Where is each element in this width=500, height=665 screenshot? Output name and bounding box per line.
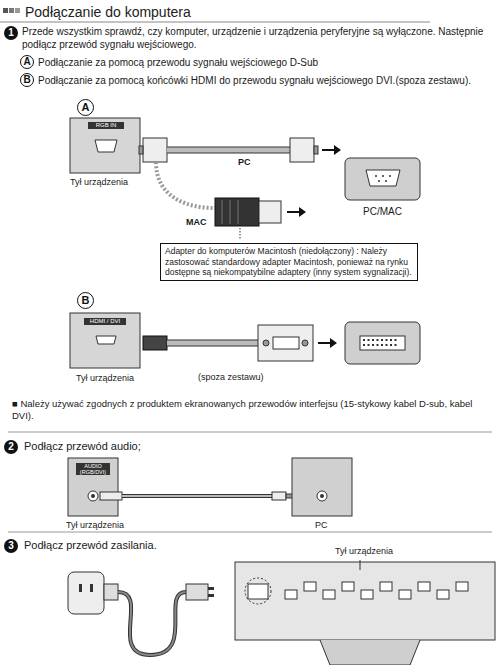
rear-port [418,582,430,591]
rear-port [323,590,335,599]
cable-label: PC [238,157,251,169]
pin-hole [372,344,374,346]
part-caption: Tył urządzenia [66,520,124,532]
instruction-text: Podłącz przewód audio; [24,439,141,453]
pin-hole [368,344,370,346]
note-text: ■ Należy używać zgodnych z produktem ekr… [12,398,494,423]
option-letter: A [20,55,34,69]
option-text: Podłączanie za pomocą końcówki HDMI do p… [38,74,496,87]
port-label: RGB IN [88,122,124,129]
audio-illustration [68,458,352,516]
hdmi-dvi-illustration [70,313,420,368]
option-letter: B [20,73,34,87]
step-number: 3 [4,539,18,553]
device-caption: PC/MAC [345,205,420,218]
part-caption: PC [315,520,328,532]
section-letter: B [77,292,94,309]
pin-hole [368,339,370,341]
pin-hole [381,339,383,341]
instruction-text: Podłącz przewód zasilania. [24,538,157,552]
pin-hole [390,339,392,341]
part-caption: Tył urządzenia [76,373,134,385]
pin-hole [363,339,365,341]
step-number: 1 [4,26,18,40]
part-caption: Tył urządzenia [335,546,393,558]
rear-port [380,582,392,591]
pin-hole [377,344,379,346]
part-caption: (spoza zestawu) [198,372,264,384]
step-number: 2 [4,440,18,454]
pin-hole [363,344,365,346]
page-title: Podłączanie do komputera [25,3,191,21]
part-caption: Tył urządzenia [70,177,128,189]
pin-hole [395,339,397,341]
rear-port [304,582,316,591]
pin-hole [390,344,392,346]
power-illustration [68,560,495,665]
rear-port [361,590,373,599]
pin-hole [372,339,374,341]
note-box: Adapter do komputerów Macintosh (niedołą… [160,243,418,281]
port-label: HDMI / DVI [84,318,126,325]
rear-port [342,582,354,591]
pin-hole [386,344,388,346]
dsub-illustration [70,118,420,240]
cable-label: MAC [186,217,207,229]
rear-port [285,590,297,599]
rear-port [437,590,449,599]
note-text: Adapter do komputerów Macintosh (niedołą… [165,246,413,278]
pin-hole [386,339,388,341]
option-text: Podłączanie za pomocą przewodu sygnału w… [38,56,488,69]
port-label: AUDIO (RGB/DVI) [76,463,110,475]
section-letter: A [77,99,94,116]
rear-port [456,582,468,591]
instruction-text: Przede wszystkim sprawdź, czy komputer, … [22,25,494,51]
pin-hole [395,344,397,346]
pin-hole [377,339,379,341]
rear-port [399,590,411,599]
pin-hole [381,344,383,346]
